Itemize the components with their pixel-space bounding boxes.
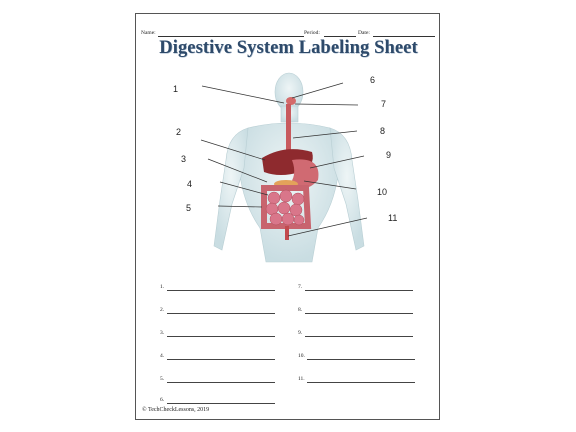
esophagus-organ <box>286 104 291 160</box>
answer-line-6[interactable] <box>167 403 275 404</box>
figure-number-4: 4 <box>187 179 192 189</box>
small-intestine-organ <box>265 189 305 226</box>
figure-number-11: 11 <box>388 213 397 223</box>
answer-line-7[interactable] <box>305 290 413 291</box>
figure-number-6: 6 <box>370 75 375 85</box>
answer-line-11[interactable] <box>307 382 415 383</box>
answer-label-6: 6. <box>160 397 165 403</box>
rectum-organ <box>285 226 289 240</box>
leader-lines <box>200 82 368 237</box>
answer-line-1[interactable] <box>167 290 275 291</box>
answer-label-4: 4. <box>160 353 165 359</box>
figure-number-2: 2 <box>176 127 181 137</box>
answer-line-3[interactable] <box>167 336 275 337</box>
answer-line-5[interactable] <box>167 382 275 383</box>
sheet-title: Digestive System Labeling Sheet <box>159 38 418 58</box>
large-intestine-organ <box>261 185 312 229</box>
answer-label-7: 7. <box>298 284 303 290</box>
answer-line-10[interactable] <box>307 359 415 360</box>
name-label: Name: <box>141 30 156 36</box>
answer-label-9: 9. <box>298 330 303 336</box>
period-label: Period: <box>304 30 320 36</box>
answer-line-4[interactable] <box>167 359 275 360</box>
figure-number-1: 1 <box>173 84 178 94</box>
answer-label-3: 3. <box>160 330 165 336</box>
answer-label-8: 8. <box>298 307 303 313</box>
answer-label-2: 2. <box>160 307 165 313</box>
figure-number-9: 9 <box>386 150 391 160</box>
copyright-text: © TechCheckLessons, 2019 <box>142 407 210 413</box>
answer-line-2[interactable] <box>167 313 275 314</box>
answer-label-11: 11. <box>298 376 305 382</box>
stomach-organ <box>288 159 319 189</box>
figure-number-10: 10 <box>377 187 387 197</box>
answer-label-10: 10. <box>298 353 305 359</box>
date-line <box>373 36 435 37</box>
answer-line-8[interactable] <box>305 313 413 314</box>
answer-label-1: 1. <box>160 284 165 290</box>
answer-line-9[interactable] <box>305 336 413 337</box>
digestive-organs <box>261 97 319 240</box>
mouth-organ <box>286 97 296 105</box>
figure-number-5: 5 <box>186 203 191 213</box>
answer-label-5: 5. <box>160 376 165 382</box>
date-label: Date: <box>358 30 370 36</box>
period-line <box>324 36 356 37</box>
figure-number-8: 8 <box>380 126 385 136</box>
name-line <box>158 36 304 37</box>
figure-number-3: 3 <box>181 154 186 164</box>
figure-number-7: 7 <box>381 99 386 109</box>
